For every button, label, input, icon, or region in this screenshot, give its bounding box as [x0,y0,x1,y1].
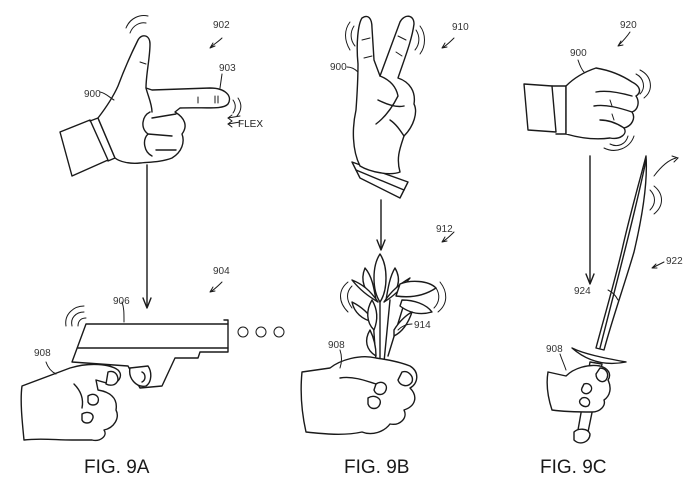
label-904: 904 [213,266,230,277]
label-908-9a: 908 [34,348,51,359]
flex-text: FLEX [238,119,263,130]
label-910: 910 [452,22,469,33]
label-922: 922 [666,256,683,267]
panel-9a: 900 903 902 FLEX [20,15,285,478]
label-902: 902 [213,20,230,31]
leader-900-9c [577,59,585,73]
leader-900-9a [99,91,115,101]
leader-920 [617,31,631,47]
label-908-9b: 908 [328,340,345,351]
label-912: 912 [436,224,453,235]
leader-904 [209,281,223,293]
peace-sign-hand [345,15,425,199]
holding-hand-9c [546,364,611,413]
leader-908-9a [45,361,57,375]
label-903: 903 [219,63,236,74]
holding-hand-9b [300,356,418,435]
leader-910 [441,37,455,49]
label-914: 914 [414,320,431,331]
projectile-3 [273,326,285,338]
leader-908-9b [339,349,342,369]
label-924: 924 [574,286,591,297]
caption-fig-9c: FIG. 9C [540,457,607,478]
flower-bouquet [340,253,447,363]
label-900-9a: 900 [84,89,101,100]
leader-902 [209,37,223,49]
projectile-2 [255,326,267,338]
leader-900-9b [346,66,359,73]
finger-gun-hand [59,15,242,177]
label-900-9c: 900 [570,48,587,59]
panel-9c: 900 920 922 924 908 FIG. 9C [523,20,683,478]
pistol [65,305,229,389]
holding-hand-9a [20,363,122,442]
label-920: 920 [620,20,637,31]
leader-903 [219,73,223,89]
label-908-9c: 908 [546,344,563,355]
projectile-1 [237,326,249,338]
leader-922 [651,261,665,269]
leader-924 [607,289,619,301]
panel-9b: 900 910 912 914 [300,15,469,478]
caption-fig-9b: FIG. 9B [344,457,409,478]
caption-fig-9a: FIG. 9A [84,457,150,478]
label-906: 906 [113,296,130,307]
fist-hand [523,67,651,151]
leader-914 [397,323,413,331]
leader-906 [121,301,125,323]
leader-908-9c [559,353,567,371]
label-900-9b: 900 [330,62,347,73]
leader-912 [441,231,455,243]
